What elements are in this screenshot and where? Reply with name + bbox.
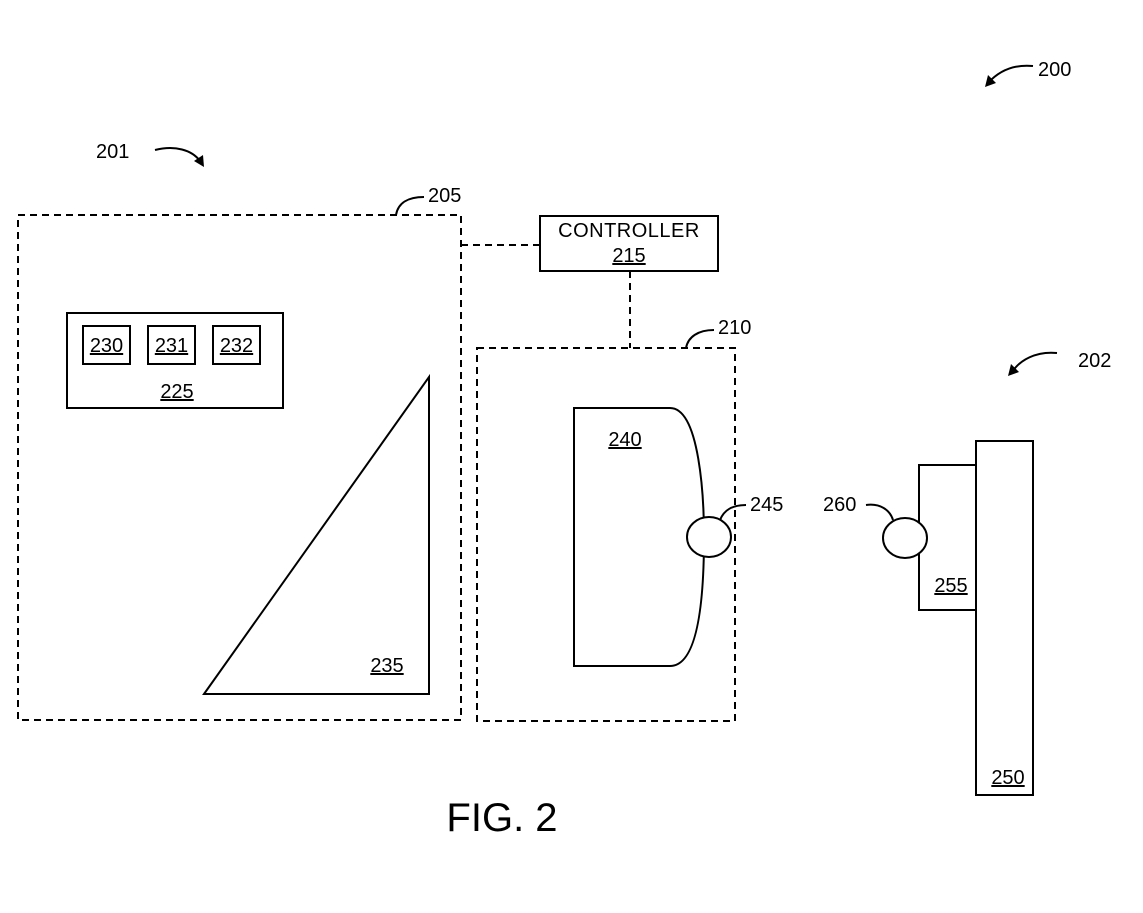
box-225: [66, 312, 284, 409]
ref-225-label: 225: [160, 381, 193, 403]
ref-210-leader: [685, 329, 715, 349]
ref-210-label: 210: [718, 317, 751, 339]
dashed-box-210: [476, 347, 736, 722]
ref-202-label: 202: [1078, 350, 1111, 372]
ref-245-label: 245: [750, 494, 783, 516]
ref-202-arrowhead: [1008, 364, 1019, 376]
ref-205-label: 205: [428, 185, 461, 207]
controller-label: CONTROLLER: [558, 220, 700, 242]
box-205-group: 205 230 231 232 225 235: [17, 185, 462, 721]
ref-200-group: 200: [985, 59, 1071, 87]
ref-202-group: 202: [1008, 350, 1111, 376]
ref-245-leader: [719, 504, 747, 521]
box-232: [212, 325, 261, 365]
box-230: [82, 325, 131, 365]
dashed-box-205: [17, 214, 462, 721]
figure-caption: FIG. 2: [446, 796, 557, 840]
ref-230-label: 230: [90, 335, 123, 357]
ref-201-arrowhead: [194, 155, 204, 167]
ref-202-arrow: [1011, 351, 1058, 373]
element-250: [975, 440, 1034, 796]
ref-201-arrow: [154, 147, 201, 162]
ref-235-label: 235: [370, 655, 403, 677]
ref-250-label: 250: [991, 767, 1024, 789]
device-202-group: 250 255 260: [823, 440, 1034, 796]
ref-231-label: 231: [155, 335, 188, 357]
controller-number: 215: [612, 245, 645, 267]
ref-205-leader: [395, 196, 425, 216]
ref-200-arrow: [987, 64, 1034, 84]
triangle-235: [202, 373, 430, 695]
ref-240-label: 240: [608, 429, 641, 451]
ref-255-label: 255: [934, 575, 967, 597]
ref-260-leader: [865, 503, 894, 521]
ref-200-arrowhead: [985, 75, 996, 87]
ref-232-label: 232: [220, 335, 253, 357]
ref-201-group: 201: [96, 141, 204, 167]
box-231: [147, 325, 196, 365]
lens-245: [686, 516, 732, 558]
lens-260: [882, 517, 928, 559]
controller-group: CONTROLLER 215: [539, 215, 719, 272]
ref-260-label: 260: [823, 494, 856, 516]
box-210-group: 210 240 245: [476, 317, 783, 722]
ref-201-label: 201: [96, 141, 129, 163]
ref-200-label: 200: [1038, 59, 1071, 81]
